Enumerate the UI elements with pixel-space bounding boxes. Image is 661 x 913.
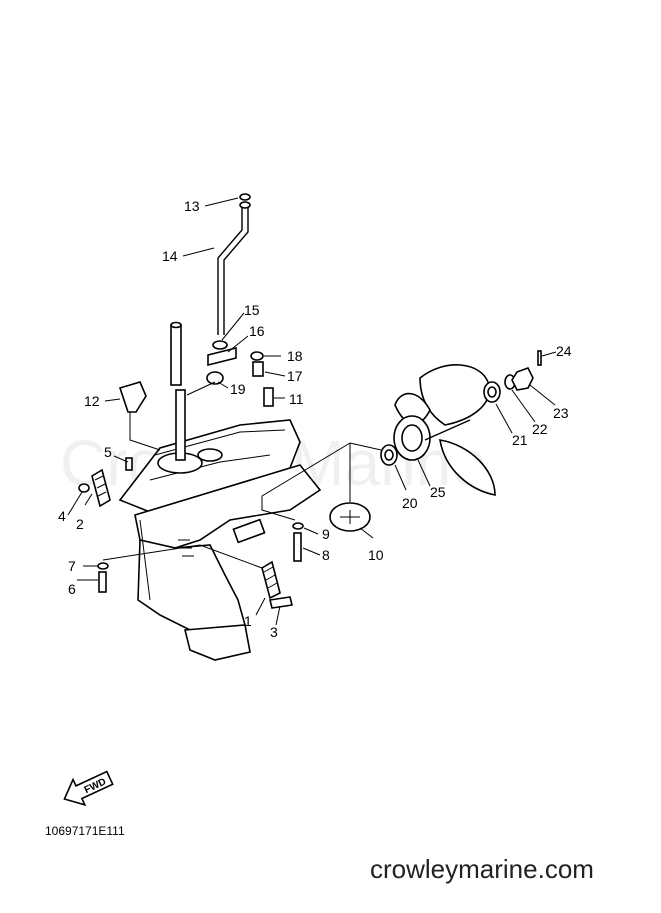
label-17: 17 <box>287 368 303 384</box>
label-14: 14 <box>162 248 178 264</box>
label-3: 3 <box>270 624 278 640</box>
label-19: 19 <box>230 381 246 397</box>
site-name: crowleymarine.com <box>370 854 594 884</box>
drawing-code: 10697171E111 <box>45 824 125 838</box>
label-1: 1 <box>244 613 252 629</box>
label-2: 2 <box>76 516 84 532</box>
propeller-drawing <box>393 364 496 496</box>
label-5: 5 <box>104 444 112 460</box>
label-6: 6 <box>68 581 76 597</box>
label-23: 23 <box>553 405 569 421</box>
label-16: 16 <box>249 323 265 339</box>
label-13: 13 <box>184 198 200 214</box>
label-10: 10 <box>368 547 384 563</box>
label-12: 12 <box>84 393 100 409</box>
label-15: 15 <box>244 302 260 318</box>
label-21: 21 <box>512 432 528 448</box>
water-tube-drawing <box>217 193 251 335</box>
drive-shaft-drawing <box>170 321 186 461</box>
label-4: 4 <box>58 508 66 524</box>
leader-lines <box>67 197 557 626</box>
label-7: 7 <box>68 558 76 574</box>
label-25: 25 <box>430 484 446 500</box>
fwd-arrow: FWD <box>63 770 114 807</box>
label-20: 20 <box>402 495 418 511</box>
label-11: 11 <box>289 391 304 407</box>
label-9: 9 <box>322 526 330 542</box>
label-22: 22 <box>532 421 548 437</box>
label-24: 24 <box>556 343 572 359</box>
label-8: 8 <box>322 547 330 563</box>
label-18: 18 <box>287 348 303 364</box>
